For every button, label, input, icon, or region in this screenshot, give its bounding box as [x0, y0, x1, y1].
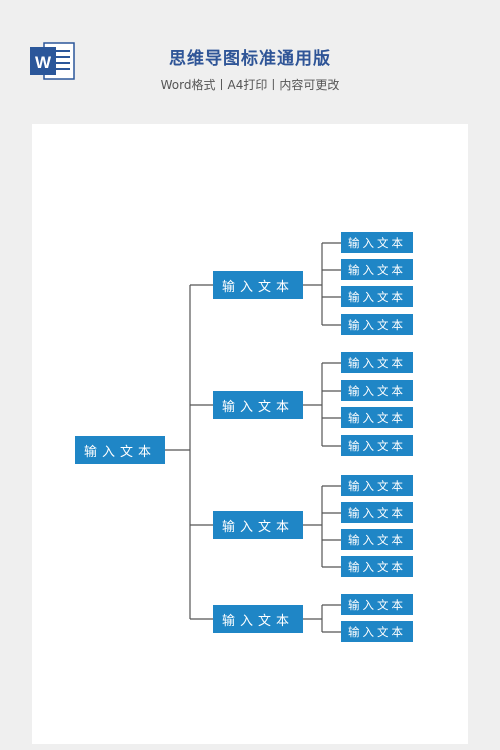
- page-title: 思维导图标准通用版: [169, 49, 331, 69]
- mindmap-leaf-node[interactable]: 输入文本: [341, 314, 413, 335]
- mindmap-leaf-node[interactable]: 输入文本: [341, 529, 413, 550]
- mindmap-leaf-node[interactable]: 输入文本: [341, 621, 413, 642]
- word-icon-letter: W: [35, 53, 52, 72]
- mindmap-leaf-node[interactable]: 输入文本: [341, 352, 413, 373]
- mindmap-leaf-node[interactable]: 输入文本: [341, 259, 413, 280]
- mindmap-root-node[interactable]: 输入文本: [75, 436, 165, 464]
- mindmap-leaf-node[interactable]: 输入文本: [341, 286, 413, 307]
- mindmap-branch-node-2[interactable]: 输入文本: [213, 391, 303, 419]
- mindmap-branch-node-3[interactable]: 输入文本: [213, 511, 303, 539]
- page-subtitle: Word格式丨A4打印丨内容可更改: [160, 78, 340, 92]
- header: W 思维导图标准通用版 Word格式丨A4打印丨内容可更改: [0, 0, 500, 125]
- mindmap-leaf-node[interactable]: 输入文本: [341, 380, 413, 401]
- mindmap-leaf-node[interactable]: 输入文本: [341, 594, 413, 615]
- mindmap-branch-node-1[interactable]: 输入文本: [213, 271, 303, 299]
- mindmap-leaf-node[interactable]: 输入文本: [341, 556, 413, 577]
- mindmap-leaf-node[interactable]: 输入文本: [341, 232, 413, 253]
- mindmap-branch-node-4[interactable]: 输入文本: [213, 605, 303, 633]
- mindmap-leaf-node[interactable]: 输入文本: [341, 435, 413, 456]
- mindmap-leaf-node[interactable]: 输入文本: [341, 502, 413, 523]
- mindmap-leaf-node[interactable]: 输入文本: [341, 407, 413, 428]
- word-document-icon: W: [30, 42, 75, 80]
- mindmap-leaf-node[interactable]: 输入文本: [341, 475, 413, 496]
